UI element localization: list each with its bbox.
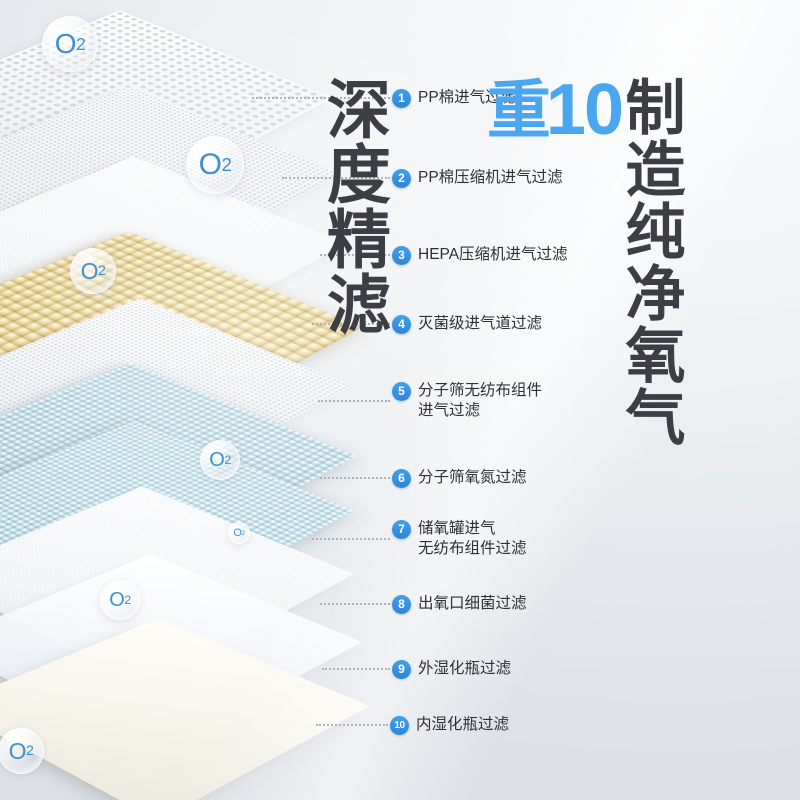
filter-label-text: 储氧罐进气 无纺布组件过滤 [418, 520, 527, 557]
filter-label-text: 分子筛无纺布组件 进气过滤 [418, 382, 543, 419]
filter-label-6: 6 分子筛氧氮过滤 [392, 468, 527, 488]
leader-line-9 [322, 668, 390, 670]
filter-label-9: 9 外湿化瓶过滤 [392, 659, 511, 679]
filter-label-10: 10 内湿化瓶过滤 [390, 715, 509, 735]
filter-number-badge: 4 [392, 315, 411, 334]
filter-label-7: 7 储氧罐进气 无纺布组件过滤 [392, 519, 527, 559]
filter-label-4: 4 灭菌级进气道过滤 [392, 314, 542, 334]
leader-line-4 [312, 323, 390, 325]
leader-line-1 [252, 97, 390, 99]
oxygen-bubble-label: O [233, 527, 242, 539]
oxygen-bubble-subscript: 2 [97, 263, 106, 279]
oxygen-bubble-subscript: 2 [124, 593, 131, 607]
leader-line-3 [320, 254, 390, 256]
oxygen-bubble-label: O [109, 588, 125, 611]
leader-line-5 [318, 400, 390, 402]
leader-line-6 [320, 477, 390, 479]
oxygen-bubble-subscript: 2 [241, 529, 245, 537]
filter-number-badge: 2 [392, 169, 411, 188]
filter-label-text: 内湿化瓶过滤 [416, 716, 510, 733]
filter-label-2: 2 PP棉压缩机进气过滤 [392, 168, 563, 188]
filter-label-text: HEPA压缩机进气过滤 [418, 246, 568, 263]
oxygen-bubble-subscript: 2 [76, 33, 86, 54]
oxygen-bubble-label: O [198, 148, 222, 181]
oxygen-bubble-subscript: 2 [224, 453, 231, 467]
leader-line-2 [282, 177, 390, 179]
filter-label-text: PP棉进气过滤 [418, 89, 517, 106]
oxygen-bubble-label: O [54, 28, 77, 59]
filter-label-text: 外湿化瓶过滤 [418, 660, 512, 677]
filter-number-badge: 1 [392, 89, 411, 108]
headline-left-column: 制造纯净氧气 [617, 76, 684, 448]
filter-number-badge: 6 [392, 469, 411, 488]
filter-label-3: 3 HEPA压缩机进气过滤 [392, 245, 568, 265]
filter-label-text: 分子筛氧氮过滤 [418, 469, 527, 486]
filter-layer-10 [0, 556, 371, 800]
filter-number-badge: 5 [392, 382, 411, 401]
oxygen-bubble-subscript: 2 [25, 743, 34, 759]
oxygen-bubble-label: O [209, 448, 225, 471]
leader-line-7 [312, 538, 390, 540]
filter-label-text: 灭菌级进气道过滤 [418, 315, 543, 332]
oxygen-bubble-label: O [8, 737, 27, 764]
leader-line-8 [320, 603, 390, 605]
filter-label-1: 1 PP棉进气过滤 [392, 88, 516, 108]
filter-number-badge: 8 [392, 595, 411, 614]
filter-number-badge: 7 [392, 520, 411, 539]
headline-number: 10 [545, 70, 624, 150]
filter-number-badge: 9 [392, 660, 411, 679]
headline-dark-text: 深度精滤 [317, 76, 390, 336]
filter-label-text: PP棉压缩机进气过滤 [418, 169, 563, 186]
headline-accent-char: 重 [477, 76, 550, 141]
filter-number-badge: 3 [392, 246, 411, 265]
filter-number-badge: 10 [390, 716, 409, 735]
filter-label-8: 8 出氧口细菌过滤 [392, 594, 527, 614]
filter-label-5: 5 分子筛无纺布组件 进气过滤 [392, 381, 542, 421]
filter-label-text: 出氧口细菌过滤 [418, 595, 527, 612]
leader-line-10 [316, 724, 388, 726]
oxygen-bubble-label: O [80, 257, 99, 284]
oxygen-bubble-subscript: 2 [221, 154, 232, 175]
